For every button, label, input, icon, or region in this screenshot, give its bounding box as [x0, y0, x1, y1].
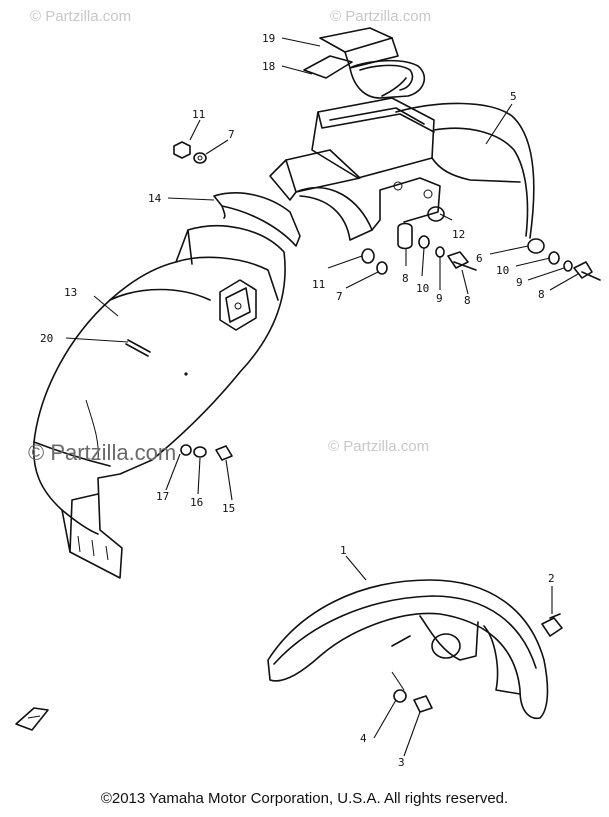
- callout-19: 19: [262, 32, 275, 45]
- callout-17: 17: [156, 490, 169, 503]
- callout-18: 18: [262, 60, 275, 73]
- callout-16: 16: [190, 496, 203, 509]
- hardware: [173, 141, 601, 713]
- tail-light-housing: [303, 27, 426, 99]
- callout-20: 20: [40, 332, 53, 345]
- callout-1: 1: [340, 544, 347, 557]
- callout-4: 4: [360, 732, 367, 745]
- watermark-top-right: © Partzilla.com: [330, 8, 432, 25]
- callout-12: 12: [452, 228, 465, 241]
- callout-7-center: 7: [336, 290, 343, 303]
- callout-2: 2: [548, 572, 555, 585]
- callout-10-right: 10: [496, 264, 509, 277]
- callout-5: 5: [510, 90, 517, 103]
- callout-11-upper: 11: [192, 108, 205, 121]
- rear-fender-main: [32, 224, 286, 579]
- watermark-top-left: © Partzilla.com: [30, 8, 132, 25]
- callout-14: 14: [148, 192, 162, 205]
- callout-11-center: 11: [312, 278, 325, 291]
- callout-9-right: 9: [516, 276, 523, 289]
- callout-10-center: 10: [416, 282, 429, 295]
- callout-15: 15: [222, 502, 235, 515]
- callout-7-upper: 7: [228, 128, 235, 141]
- front-arrow-icon: [15, 707, 49, 731]
- watermark-mid-right: © Partzilla.com: [328, 438, 430, 455]
- leader-lines: [65, 37, 579, 757]
- callout-8-right: 8: [538, 288, 545, 301]
- front-fender: [267, 579, 549, 720]
- copyright-notice: ©2013 Yamaha Motor Corporation, U.S.A. A…: [100, 790, 509, 807]
- rear-fender-upper: [269, 97, 535, 241]
- watermark-mid-left: © Partzilla.com: [28, 440, 177, 465]
- callout-3: 3: [398, 756, 405, 769]
- callout-labels: 19 18 5 11 7 14 12 6 10 9 8 11 7 8 10 9 …: [40, 32, 555, 769]
- callout-13: 13: [64, 286, 77, 299]
- callout-6-left: 6: [476, 252, 483, 265]
- callout-9-center: 9: [436, 292, 443, 305]
- fender-flap: [213, 192, 301, 247]
- callout-8-center: 8: [402, 272, 409, 285]
- callout-8-bolt: 8: [464, 294, 471, 307]
- pin-part-20: [125, 339, 151, 357]
